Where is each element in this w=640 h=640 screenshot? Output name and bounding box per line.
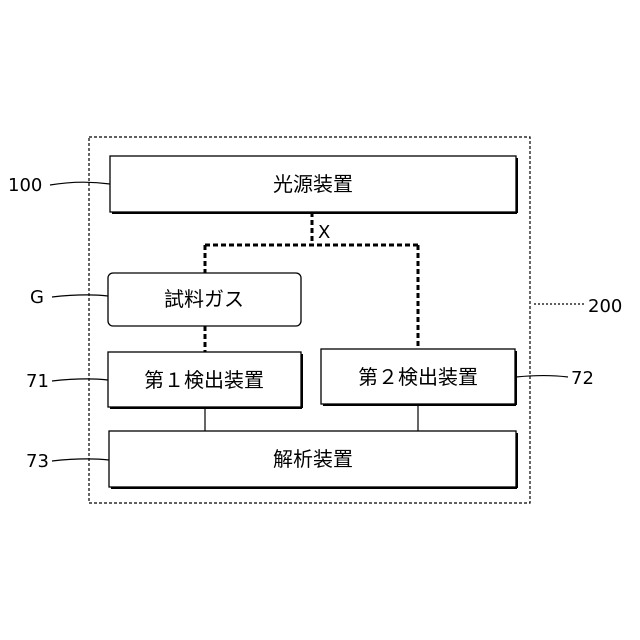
ref-system: 200 — [588, 296, 622, 317]
ref-sample-gas: G — [30, 287, 44, 308]
sample-gas-label: 試料ガス — [164, 287, 244, 311]
analyzer-box: 解析装置 — [109, 431, 517, 488]
detector-1-box: 第１検出装置 — [108, 352, 302, 408]
analyzer-label: 解析装置 — [273, 447, 353, 471]
leader-analyzer — [52, 459, 109, 461]
ref-analyzer: 73 — [26, 451, 49, 472]
leader-sample-gas — [52, 295, 108, 297]
leader-detector-1 — [52, 379, 108, 381]
leader-light-source — [50, 182, 110, 185]
light-source-box: 光源装置 — [110, 156, 517, 213]
light-source-label: 光源装置 — [273, 172, 353, 196]
ref-detector-2: 72 — [571, 368, 594, 389]
sample-gas-box: 試料ガス — [108, 273, 301, 326]
detector-2-box: 第２検出装置 — [321, 349, 516, 405]
ref-detector-1: 71 — [26, 371, 49, 392]
ref-light-source: 100 — [8, 175, 42, 196]
detector-1-label: 第１検出装置 — [144, 368, 264, 392]
detector-2-label: 第２検出装置 — [358, 365, 478, 389]
leader-detector-2 — [516, 376, 568, 378]
light-beam-label: X — [318, 222, 330, 243]
